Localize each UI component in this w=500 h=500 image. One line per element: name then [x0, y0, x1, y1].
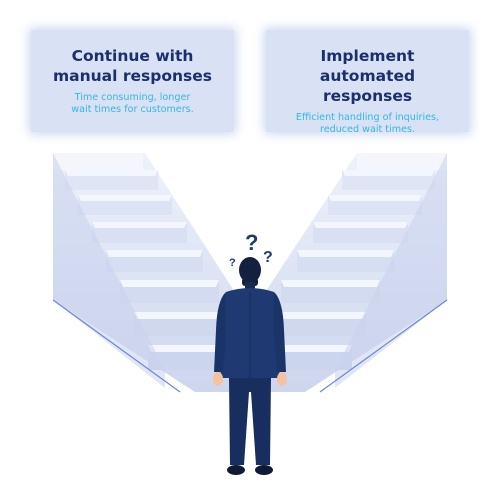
option-description-manual: Time consuming, longer wait times for cu… — [71, 92, 194, 115]
option-card-automated: Implement automated responses Efficient … — [266, 30, 469, 135]
option-title-automated: Implement automated responses — [319, 47, 416, 105]
question-mark-large: ? — [245, 230, 258, 255]
right-staircase — [260, 153, 448, 393]
question-marks: ? ? ? — [229, 230, 273, 269]
question-mark-small-left: ? — [229, 257, 236, 269]
option-card-manual: Continue with manual responses Time cons… — [31, 30, 234, 132]
option-description-automated: Efficient handling of inquiries, reduced… — [295, 112, 440, 135]
left-staircase — [52, 153, 240, 393]
question-mark-small-right: ? — [263, 249, 273, 266]
option-title-manual: Continue with manual responses — [53, 47, 212, 85]
businessman-figure — [213, 257, 287, 475]
